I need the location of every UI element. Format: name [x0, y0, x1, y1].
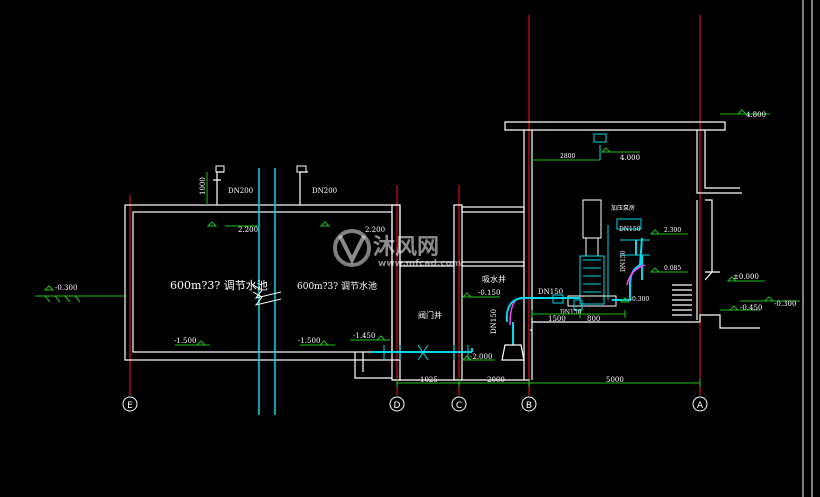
svg-text:沐风网: 沐风网 [373, 235, 439, 260]
pipe-label-suction-main: DN150 [538, 288, 563, 296]
level-pump-pipe-high: 2.300 [649, 227, 688, 235]
level-roof-pump: 4.800 [720, 109, 770, 119]
svg-text:A: A [697, 401, 704, 411]
axis-bubble-a: A [692, 396, 708, 412]
svg-text:C: C [456, 401, 462, 411]
level-bottom-left: -1.500 [174, 337, 210, 346]
level-bottom-right: -1.500 [298, 337, 335, 346]
tank-left-label: 600m?3? 调节水池 [170, 279, 268, 292]
axis-bubble-e: E [122, 396, 138, 412]
pipe-label-pump-outlet: DN150 [620, 250, 627, 272]
svg-text:DN200: DN200 [228, 187, 253, 195]
svg-text:1500: 1500 [548, 315, 566, 323]
pump-room-shell: 加压泵房 [504, 121, 760, 380]
crane: 2800 4.000 [532, 133, 640, 162]
level-pump-pipe-mid: 0.085 [649, 265, 688, 273]
level-roof-left: 2.200 [206, 221, 258, 234]
svg-text:-0.150: -0.150 [478, 289, 500, 297]
svg-text:-0.300: -0.300 [774, 300, 796, 308]
axis-bubble-c: C [451, 396, 467, 412]
svg-text:www.mfcad.com: www.mfcad.com [378, 259, 461, 269]
axis-bubble-d: D [389, 396, 405, 412]
pipe-network [372, 218, 650, 361]
svg-text:-0.450: -0.450 [740, 304, 762, 312]
level-suction-floor: -2.000 [461, 353, 495, 361]
valve-well: 阀门井 [391, 204, 530, 381]
dimension-chain: 1025 2000 5000 [396, 376, 701, 387]
axis-bubble-b: B [521, 396, 537, 412]
svg-text:吸水井: 吸水井 [482, 274, 506, 284]
tank-right-label: 600m?3? 调节水池 [297, 280, 377, 292]
level-pump-pipe-low: -0.300 [619, 296, 649, 303]
pipe-label-pump-outlet-top: DN150 [619, 226, 641, 233]
svg-text:-1.450: -1.450 [353, 332, 375, 340]
pump-dimensions: 1500 800 [531, 310, 626, 323]
watermark: 沐风网 www.mfcad.com [333, 229, 461, 269]
svg-text:2800: 2800 [560, 153, 575, 160]
svg-text:加压泵房: 加压泵房 [611, 204, 635, 212]
vent-left: 1000 DN200 [199, 165, 253, 205]
svg-text:2.200: 2.200 [365, 226, 385, 234]
vent-right: DN200 [296, 165, 337, 205]
svg-text:±0.000: ±0.000 [733, 273, 759, 281]
svg-text:B: B [526, 401, 532, 411]
pipe-label-suction-vertical: DN150 [490, 309, 498, 334]
ground-left: -0.300 [35, 284, 125, 303]
svg-text:E: E [127, 401, 133, 411]
svg-text:1025: 1025 [420, 376, 438, 384]
svg-text:800: 800 [587, 315, 600, 323]
svg-text:0.085: 0.085 [664, 265, 681, 272]
level-roof-right: 2.200 [319, 221, 385, 234]
level-valve-well-floor: -1.450 [350, 332, 390, 341]
svg-text:4.000: 4.000 [620, 154, 640, 162]
svg-text:阀门井: 阀门井 [418, 310, 442, 320]
level-outside-ground: -0.300 [740, 296, 800, 308]
level-outside-step: -0.450 [720, 304, 762, 312]
svg-text:-2.000: -2.000 [470, 353, 492, 361]
pipe-label-pump-inlet: DN150 [560, 309, 582, 316]
svg-text:4.800: 4.800 [746, 111, 766, 119]
svg-text:-1.500: -1.500 [298, 337, 320, 345]
svg-text:-0.300: -0.300 [630, 296, 649, 303]
svg-text:1000: 1000 [199, 177, 207, 195]
pump-unit [567, 199, 617, 307]
svg-text:5000: 5000 [606, 376, 624, 384]
suction-well: 吸水井 -0.150 [461, 206, 525, 298]
svg-text:D: D [394, 401, 401, 411]
break-line [252, 168, 282, 415]
svg-text:2000: 2000 [487, 376, 505, 384]
svg-text:DN200: DN200 [312, 187, 337, 195]
svg-text:-0.300: -0.300 [55, 284, 77, 292]
svg-text:2.200: 2.200 [238, 226, 258, 234]
svg-text:2.300: 2.300 [664, 227, 681, 234]
level-floor: ±0.000 [726, 273, 765, 282]
svg-text:-1.500: -1.500 [174, 337, 196, 345]
